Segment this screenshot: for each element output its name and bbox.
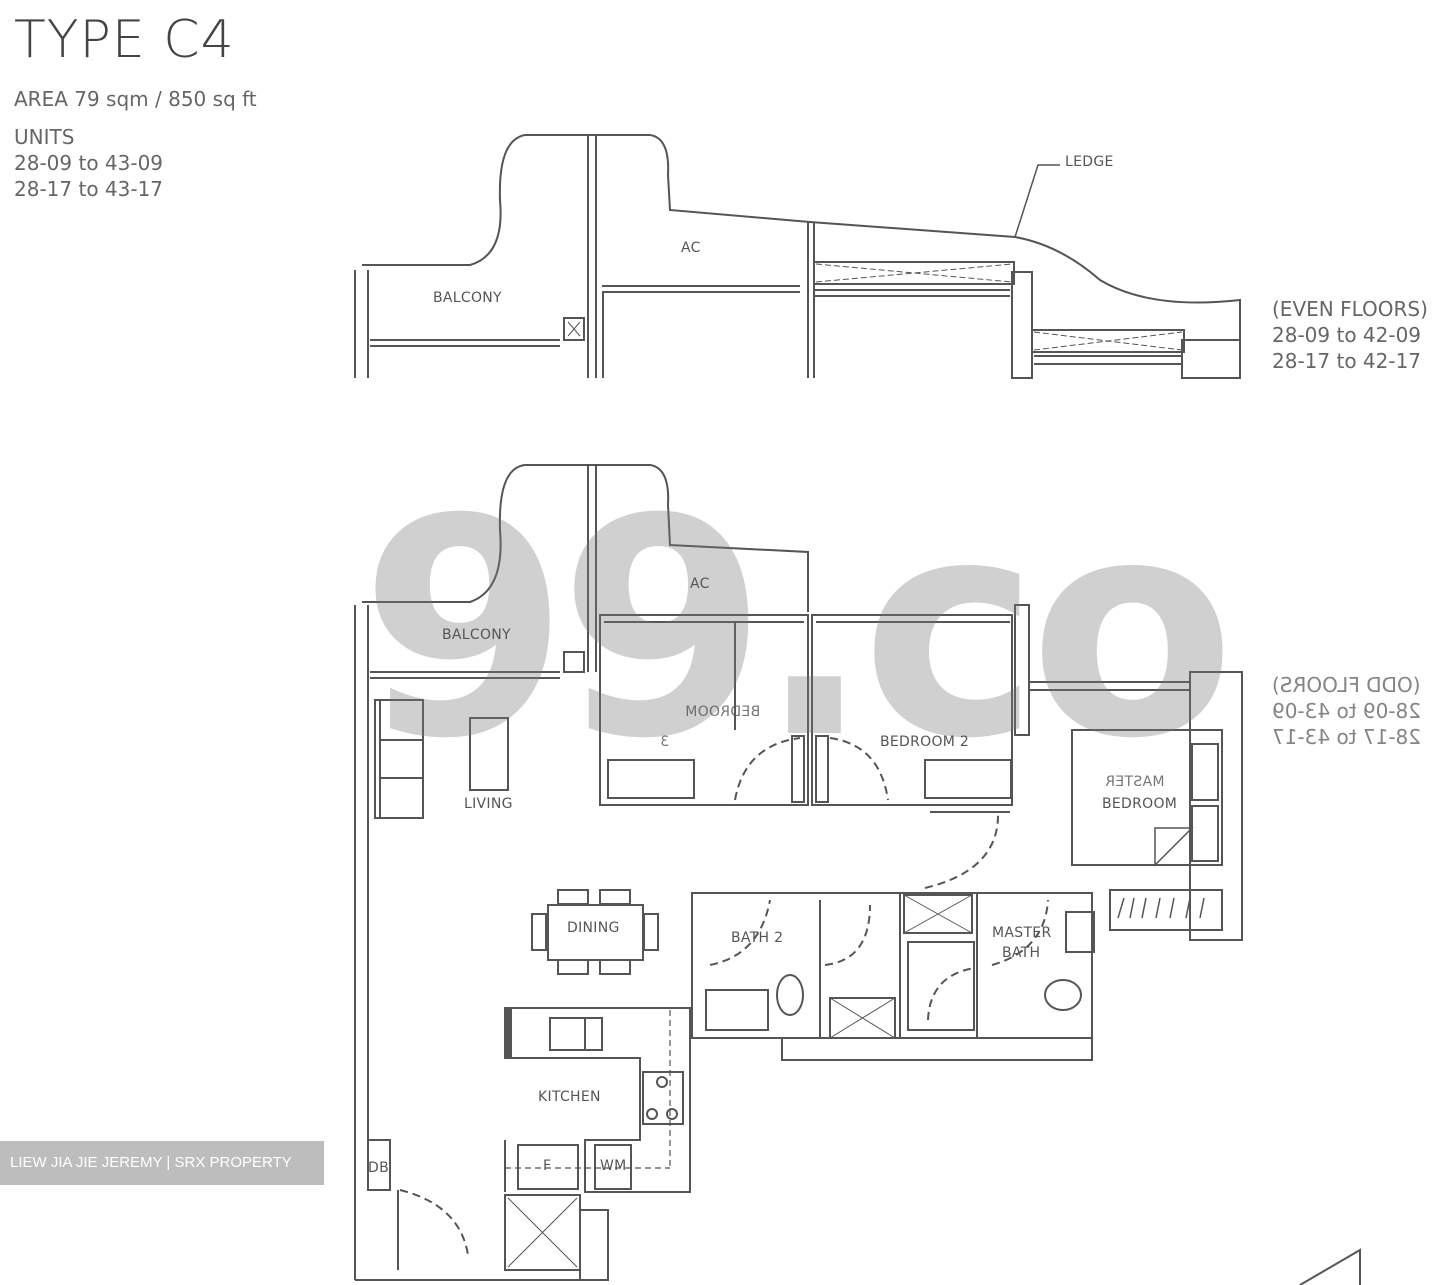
master-bedroom-label-line2: BEDROOM xyxy=(1102,796,1178,812)
balcony-label: BALCONY xyxy=(442,627,511,643)
upper-balcony-label: BALCONY xyxy=(433,290,502,306)
db-label: DB xyxy=(368,1160,389,1176)
master-bath-label-line2: BATH xyxy=(1002,945,1041,961)
bath2-label: BATH 2 xyxy=(731,930,784,946)
master-bath-label-line1: MASTER xyxy=(992,925,1052,941)
units-range-2: 28-17 to 43-17 xyxy=(14,177,164,201)
bedroom2-label: BEDROOM 2 xyxy=(880,734,970,750)
ac-label: AC xyxy=(690,576,710,592)
washing-machine-label: WM xyxy=(600,1158,627,1174)
dining-label: DINING xyxy=(567,920,620,936)
fridge-label: F xyxy=(543,1158,552,1174)
upper-plan xyxy=(354,134,1241,379)
units-label: UNITS xyxy=(14,125,75,149)
bedroom3-label-line2: 3 xyxy=(660,734,670,750)
kitchen-label: KITCHEN xyxy=(538,1089,601,1105)
odd-floors-range-2: 28-17 to 43-17 xyxy=(1272,725,1422,749)
lower-plan xyxy=(354,464,1361,1285)
even-floors-range-1: 28-09 to 42-09 xyxy=(1272,323,1422,347)
units-range-1: 28-09 to 43-09 xyxy=(14,151,164,175)
odd-floors-note: (ODD FLOORS) xyxy=(1272,673,1421,697)
even-floors-note: (EVEN FLOORS) xyxy=(1272,297,1428,321)
bedroom3-label-line1: BEDROOM xyxy=(685,704,761,720)
ledge-label: LEDGE xyxy=(1065,154,1114,170)
master-bedroom-label-line1: MASTER xyxy=(1105,774,1165,790)
area-text: AREA 79 sqm / 850 sq ft xyxy=(14,87,257,111)
upper-ac-label: AC xyxy=(681,240,701,256)
agent-credit-banner: LIEW JIA JIE JEREMY | SRX PROPERTY xyxy=(0,1141,324,1185)
odd-floors-range-1: 28-09 to 43-09 xyxy=(1272,699,1422,723)
living-label: LIVING xyxy=(464,796,513,812)
unit-type-title: TYPE C4 xyxy=(14,10,235,70)
watermark-logo: 99.co xyxy=(360,455,1235,804)
even-floors-range-2: 28-17 to 42-17 xyxy=(1272,349,1422,373)
